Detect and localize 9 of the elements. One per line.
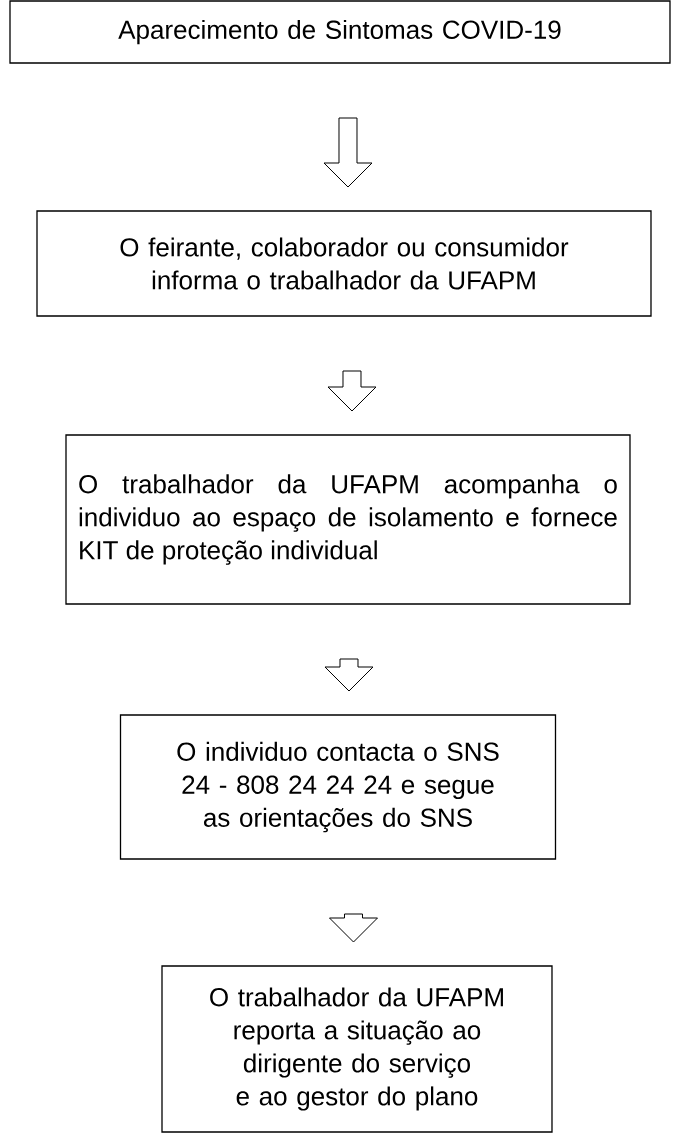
process-box: O trabalhador da UFAPM acompanha o individuo ao espaço de isolamento e fornece KIT de proteção individual [65, 434, 631, 605]
process-box: O trabalhador da UFAPM reporta a situação ao dirigente do serviço e ao gestor do plano [161, 965, 553, 1133]
process-box: O individuo contacta o SNS 24 - 808 24 24 24 e segue as orientações do SNS [119, 714, 557, 860]
process-box: Aparecimento de Sintomas COVID-19 [9, 0, 671, 64]
block-arrow [329, 913, 378, 943]
block-arrow [323, 117, 373, 188]
block-arrow [327, 370, 377, 412]
process-box: O feirante, colaborador ou consumidor informa o trabalhador da UFAPM [36, 210, 652, 317]
block-arrow [324, 658, 374, 692]
